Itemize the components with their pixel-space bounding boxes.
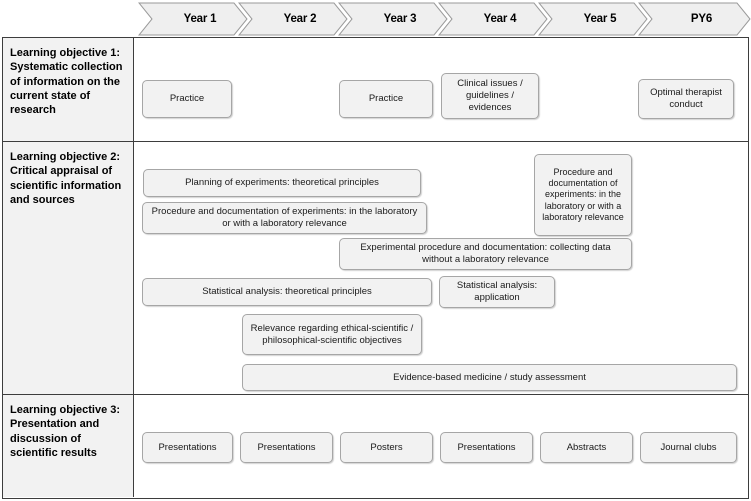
timeline-segment-year-1[interactable]: Year 1 — [138, 2, 248, 36]
topic-label: Posters — [370, 441, 403, 453]
curriculum-matrix: Learning objective 1: Systematic collect… — [2, 37, 749, 499]
chevron-shape-icon — [238, 2, 348, 36]
matrix-row-learning-objective-2: Learning objective 2: Critical appraisal… — [3, 142, 748, 395]
topic-label: Experimental procedure and documentation… — [360, 242, 611, 265]
matrix-row-learning-objective-1: Learning objective 1: Systematic collect… — [3, 38, 748, 142]
topic-lo1-clinical-issues[interactable]: Clinical issues / guidelines / evidences — [441, 73, 539, 119]
topic-label: Procedure and documentation of experimen… — [151, 206, 418, 229]
topic-lo3-presentations-y2[interactable]: Presentations — [240, 432, 333, 463]
topic-lo3-presentations-y1[interactable]: Presentations — [142, 432, 233, 463]
topic-label: Planning of experiments: theoretical pri… — [185, 177, 379, 189]
topic-label: Practice — [368, 93, 404, 105]
topic-label: Presentations — [257, 441, 316, 453]
topic-label: Procedure and documentation of experimen… — [542, 166, 624, 222]
timeline-segment-year-3[interactable]: Year 3 — [338, 2, 448, 36]
topic-label: Presentations — [457, 441, 516, 453]
timeline-segment-year-2[interactable]: Year 2 — [238, 2, 348, 36]
timeline-segment-label: Year 1 — [183, 13, 217, 25]
topic-label: Abstracts — [566, 441, 607, 453]
topic-label: Optimal therapist conduct — [650, 87, 722, 110]
topic-lo1-practice-y3[interactable]: Practice — [339, 80, 433, 118]
row-body-learning-objective-1: Practice Practice Clinical issues / guid… — [134, 38, 748, 141]
timeline-segment-py6[interactable]: PY6 — [638, 2, 751, 36]
matrix-row-learning-objective-3: Learning objective 3: Presentation and d… — [3, 395, 748, 497]
topic-label: Statistical analysis: application — [456, 280, 538, 303]
timeline-segment-label: Year 2 — [283, 13, 317, 25]
topic-lo1-optimal-therapist-conduct[interactable]: Optimal therapist conduct — [638, 79, 734, 119]
topic-label: Journal clubs — [660, 441, 717, 453]
topic-label: Statistical analysis: theoretical princi… — [202, 286, 372, 298]
topic-lo2-procedure-documentation-lab[interactable]: Procedure and documentation of experimen… — [142, 202, 427, 234]
topic-label: Clinical issues / guidelines / evidences — [457, 78, 523, 113]
chevron-shape-icon — [138, 2, 248, 36]
timeline-segment-label: Year 3 — [383, 13, 417, 25]
topic-lo3-presentations-y4[interactable]: Presentations — [440, 432, 533, 463]
timeline-segment-label: Year 4 — [483, 13, 517, 25]
chevron-shape-icon — [438, 2, 548, 36]
topic-lo1-practice-y1[interactable]: Practice — [142, 80, 232, 118]
topic-lo2-relevance-ethical[interactable]: Relevance regarding ethical-scientific /… — [242, 314, 422, 355]
topic-lo3-journal-clubs-py6[interactable]: Journal clubs — [640, 432, 737, 463]
topic-lo3-abstracts-y5[interactable]: Abstracts — [540, 432, 633, 463]
row-label-learning-objective-1: Learning objective 1: Systematic collect… — [3, 38, 134, 141]
topic-lo2-statistical-application[interactable]: Statistical analysis: application — [439, 276, 555, 308]
timeline-segment-year-4[interactable]: Year 4 — [438, 2, 548, 36]
topic-lo2-experimental-procedure-nonlab[interactable]: Experimental procedure and documentation… — [339, 238, 632, 270]
row-label-learning-objective-3: Learning objective 3: Presentation and d… — [3, 395, 134, 497]
row-label-learning-objective-2: Learning objective 2: Critical appraisal… — [3, 142, 134, 394]
topic-label: Relevance regarding ethical-scientific /… — [250, 322, 414, 346]
topic-lo2-statistical-theory[interactable]: Statistical analysis: theoretical princi… — [142, 278, 432, 306]
topic-label: Presentations — [158, 441, 217, 453]
timeline-segment-year-5[interactable]: Year 5 — [538, 2, 648, 36]
topic-label: Evidence-based medicine / study assessme… — [393, 371, 586, 383]
topic-label: Practice — [169, 93, 205, 105]
chevron-shape-icon — [638, 2, 751, 36]
chevron-shape-icon — [338, 2, 448, 36]
timeline-segment-label: Year 5 — [583, 13, 617, 25]
topic-lo3-posters-y3[interactable]: Posters — [340, 432, 433, 463]
chevron-shape-icon — [538, 2, 648, 36]
topic-lo2-planning-experiments[interactable]: Planning of experiments: theoretical pri… — [143, 169, 421, 197]
topic-lo2-evidence-based-medicine[interactable]: Evidence-based medicine / study assessme… — [242, 364, 737, 391]
timeline-header: Year 1 Year 2 Year 3 Year 4 Year 5 PY6 — [138, 2, 751, 36]
row-body-learning-objective-2: Planning of experiments: theoretical pri… — [134, 142, 748, 394]
timeline-segment-label: PY6 — [690, 13, 713, 25]
row-body-learning-objective-3: Presentations Presentations Posters Pres… — [134, 395, 748, 497]
topic-lo2-procedure-documentation-tall[interactable]: Procedure and documentation of experimen… — [534, 154, 632, 236]
